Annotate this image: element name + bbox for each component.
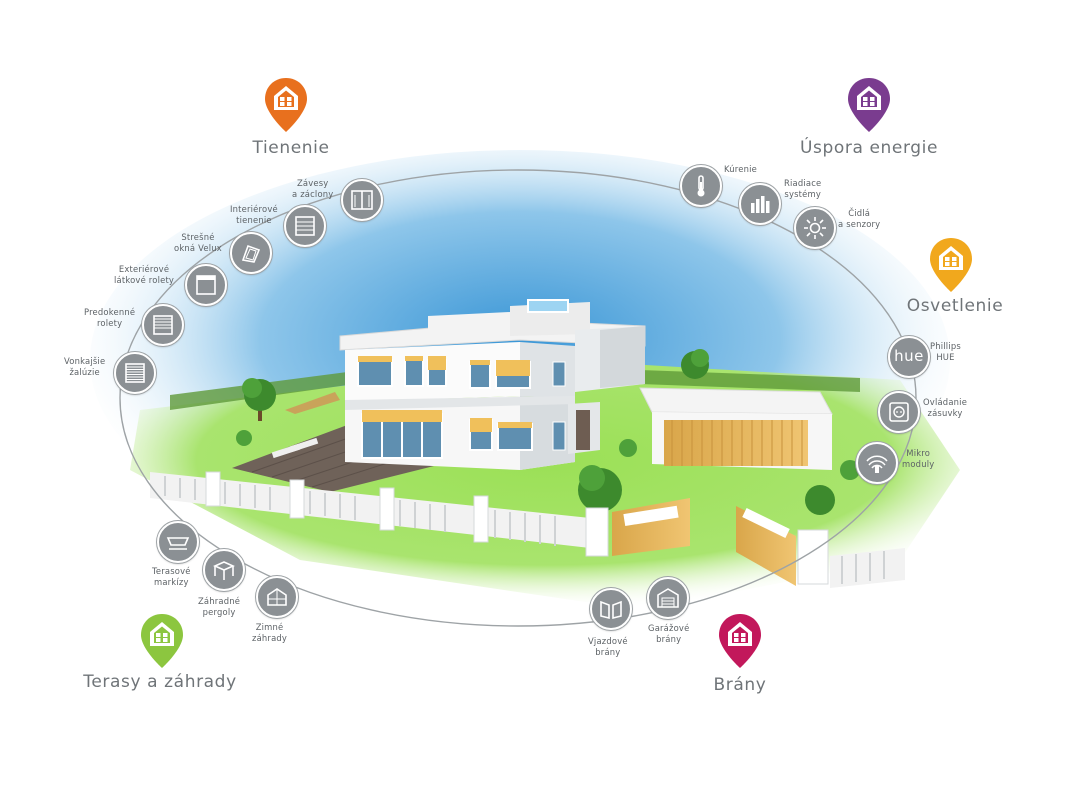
pergola-icon [213, 561, 235, 580]
house-icon [857, 86, 881, 110]
fabric-roller-icon [196, 275, 216, 295]
sun-loungers [271, 437, 319, 459]
front-fence [150, 471, 905, 588]
bar-chart-icon [751, 196, 770, 213]
winter-garden-node[interactable] [256, 576, 298, 618]
map-pin-icon [265, 78, 307, 132]
terasy-zahrady-category-title: Terasy a záhrady [83, 672, 237, 692]
garage-door-icon [657, 588, 679, 608]
brany-category-pin[interactable] [716, 612, 764, 670]
sensors-node[interactable] [794, 207, 836, 249]
osvetlenie-category-pin[interactable] [927, 236, 975, 294]
swing-gate-icon [600, 600, 622, 620]
exterior-blinds-node[interactable] [114, 352, 156, 394]
tienenie-category-title: Tienenie [252, 138, 330, 158]
exterior-blinds-label: Vonkajšie žalúzie [64, 356, 106, 377]
roller-shutter-label: Predokenné rolety [84, 307, 136, 328]
garage [639, 387, 833, 470]
control-systems-label: Riadiace systémy [784, 178, 822, 199]
winter-garden-label: Zimné záhrady [252, 622, 288, 643]
exterior-fabric-label: Exteriérové látkové rolety [114, 264, 175, 285]
heating-node[interactable] [680, 165, 722, 207]
osvetlenie-category-title: Osvetlenie [906, 296, 1004, 316]
roof-window-label: Strešné okná Velux [174, 232, 222, 253]
philips-hue-label: Phillips HUE [930, 341, 961, 362]
garage-doors-node[interactable] [647, 577, 689, 619]
socket-icon [889, 402, 909, 422]
hue-logo-icon: hue [894, 347, 924, 365]
curtains-icon [351, 190, 373, 210]
tree-left [242, 378, 276, 421]
roof-window-icon [241, 244, 261, 263]
roller-shutter-icon [153, 315, 173, 335]
map-pin-icon [848, 78, 890, 132]
exterior-fabric-node[interactable] [185, 264, 227, 306]
entrance-gates-label: Vjazdové brány [588, 636, 628, 657]
roof-window-node[interactable] [230, 232, 272, 274]
uspora-energie-category-title: Úspora energie [799, 138, 939, 158]
house-icon [728, 622, 752, 646]
tree-front [578, 465, 622, 512]
heating-label: Kúrenie [724, 164, 757, 174]
brany-category-title: Brány [713, 675, 767, 695]
garden-pergola-label: Záhradné pergoly [198, 596, 241, 617]
entrance-gates-node[interactable] [590, 588, 632, 630]
control-systems-node[interactable] [739, 183, 781, 225]
curtains-label: Závesy a záclony [292, 178, 334, 199]
micro-modules-label: Mikro moduly [902, 448, 935, 469]
uspora-energie-category-pin[interactable] [845, 76, 893, 134]
tienenie-category-pin[interactable] [262, 76, 310, 134]
terrace-awning-node[interactable] [157, 521, 199, 563]
entrance-gate [612, 498, 796, 586]
map-pin-icon [141, 614, 183, 668]
house-icon [274, 86, 298, 110]
terrace-awning-label: Terasové markízy [152, 566, 191, 587]
thermometer-icon [697, 175, 705, 197]
map-pin-icon [930, 238, 972, 292]
house-icon [150, 622, 174, 646]
terasy-zahrady-category-pin[interactable] [138, 612, 186, 670]
blinds-icon [295, 216, 315, 236]
curtains-node[interactable] [341, 179, 383, 221]
tree-right [681, 349, 709, 379]
wireless-module-icon [866, 455, 888, 473]
philips-hue-node[interactable]: hue [888, 336, 930, 378]
wooden-deck [232, 424, 450, 492]
interior-shading-node[interactable] [284, 205, 326, 247]
venetian-blinds-icon [125, 363, 145, 383]
garage-doors-label: Garážové brány [648, 623, 690, 644]
sensors-label: Čidlá a senzory [838, 208, 881, 229]
roller-shutter-node[interactable] [142, 304, 184, 346]
socket-control-node[interactable] [878, 391, 920, 433]
winter-garden-icon [267, 588, 287, 606]
awning-icon [166, 537, 190, 550]
orbit-ring [119, 169, 917, 627]
socket-control-label: Ovládanie zásuvky [923, 397, 968, 418]
garden-pergola-node[interactable] [203, 549, 245, 591]
house-icon [939, 246, 963, 270]
sun-sensor-icon [804, 217, 826, 239]
main-house [339, 299, 646, 470]
micro-modules-node[interactable] [856, 442, 898, 484]
interior-shading-label: Interiérové tienenie [230, 204, 278, 225]
map-pin-icon [719, 614, 761, 668]
